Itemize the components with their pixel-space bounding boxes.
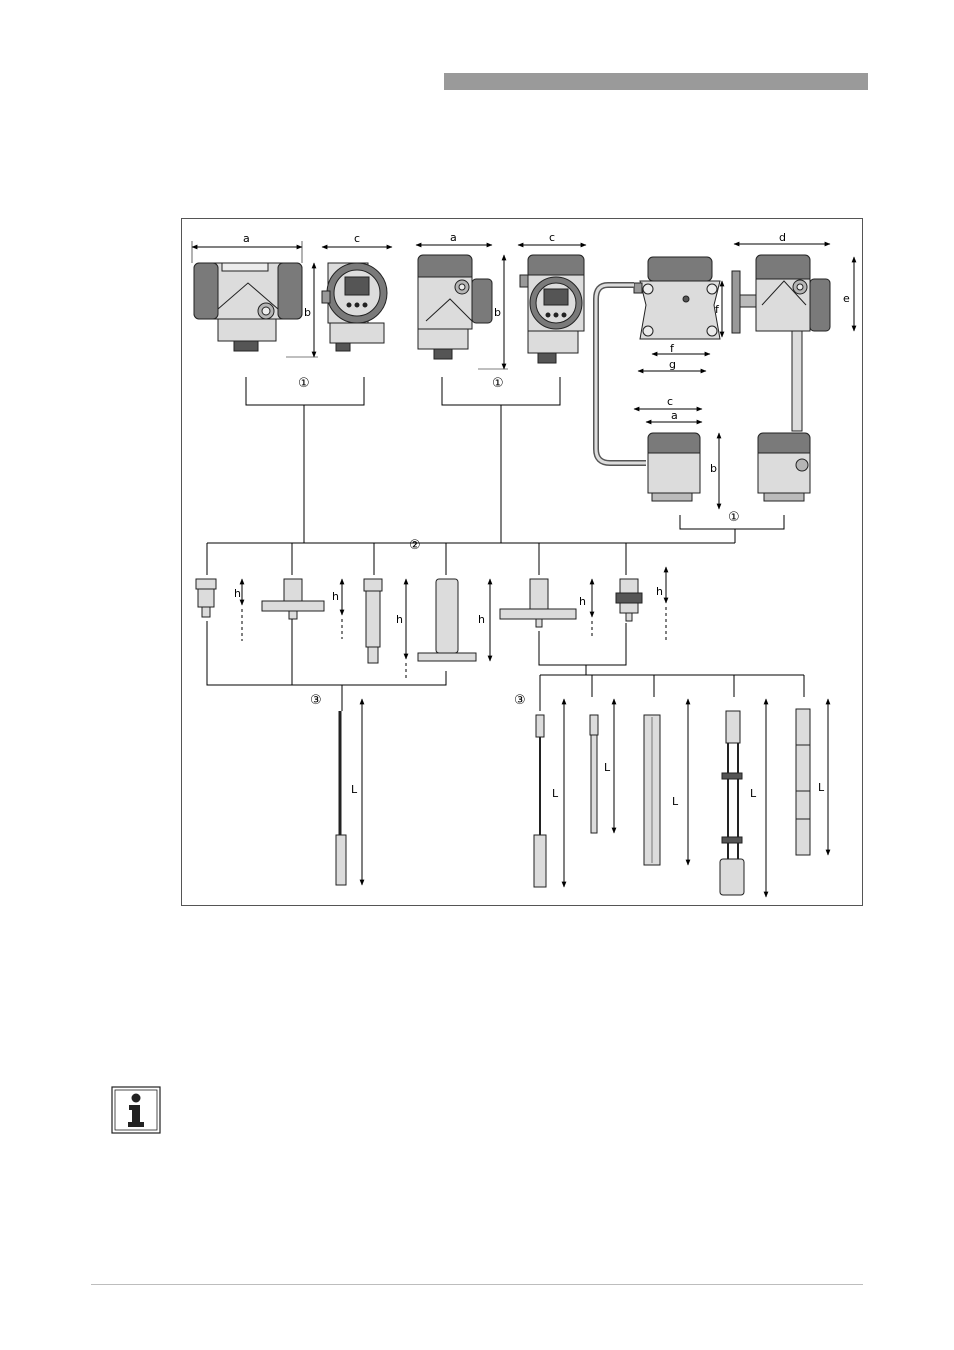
probe-segmented-rod <box>796 709 810 855</box>
dim-label-f-1: f <box>715 303 720 316</box>
dim-label-c: c <box>354 232 360 245</box>
dim-label-h-1: h <box>234 587 241 600</box>
probe-single-rod <box>590 715 598 833</box>
housing-remote-field <box>634 257 720 339</box>
callout-housing-1: ① <box>298 376 310 391</box>
dim-label-a: a <box>243 232 250 245</box>
housing-standard-display <box>520 255 584 363</box>
callout-probe-1: ③ <box>310 693 322 708</box>
dim-label-a-2: a <box>450 231 457 244</box>
dim-label-L-6: L <box>818 781 825 794</box>
dim-label-L-2: L <box>552 787 559 800</box>
process-connection-thread-rod <box>616 579 642 621</box>
housing-compact-front <box>194 263 302 351</box>
housing-remote-sensor-2 <box>758 433 810 501</box>
probe-double-cable <box>534 715 546 887</box>
dim-label-h-6: h <box>656 585 663 598</box>
callout-housing-3: ① <box>728 510 740 525</box>
dim-label-b-2: b <box>494 306 501 319</box>
probe-double-cable-weight <box>720 711 744 895</box>
housing-compact-display <box>322 263 387 351</box>
process-connection-flange-rod <box>500 579 576 627</box>
probe-single-cable <box>336 711 346 885</box>
dim-label-a-3: a <box>671 409 678 422</box>
dim-label-f-2: f <box>670 342 675 355</box>
housing-wall-mount <box>732 255 830 431</box>
dim-label-b: b <box>304 306 311 319</box>
dim-label-h-4: h <box>478 613 485 626</box>
housing-remote-sensor <box>648 433 700 501</box>
dim-label-L-5: L <box>750 787 757 800</box>
dim-label-L-1: L <box>351 783 358 796</box>
process-connection-flange <box>262 579 324 619</box>
dim-label-g: g <box>669 358 676 371</box>
dim-label-c-2: c <box>549 231 555 244</box>
process-connection-flange-tall <box>418 579 476 661</box>
info-icon <box>111 1086 161 1134</box>
callout-housing-2: ① <box>492 376 504 391</box>
probe-coaxial <box>644 715 660 865</box>
callout-probe-2: ③ <box>514 693 526 708</box>
dim-label-h-3: h <box>396 613 403 626</box>
dim-label-d: d <box>779 231 786 244</box>
dimension-drawing: a b c ① a b <box>181 218 863 906</box>
process-connection-thread-long <box>364 579 382 663</box>
dim-label-c-3: c <box>667 395 673 408</box>
device-assembly-drawing: a b c ① a b <box>182 219 864 907</box>
housing-standard-side <box>418 255 492 359</box>
header-bar <box>444 73 868 90</box>
dim-label-L-4: L <box>672 795 679 808</box>
process-connection-thread-small <box>196 579 216 617</box>
dim-label-L-3: L <box>604 761 611 774</box>
dim-label-e: e <box>843 292 850 305</box>
dim-label-h-5: h <box>579 595 586 608</box>
dim-label-h-2: h <box>332 590 339 603</box>
callout-process-connection: ② <box>409 538 421 553</box>
footer-divider <box>91 1284 863 1285</box>
dim-label-b-3: b <box>710 462 717 475</box>
